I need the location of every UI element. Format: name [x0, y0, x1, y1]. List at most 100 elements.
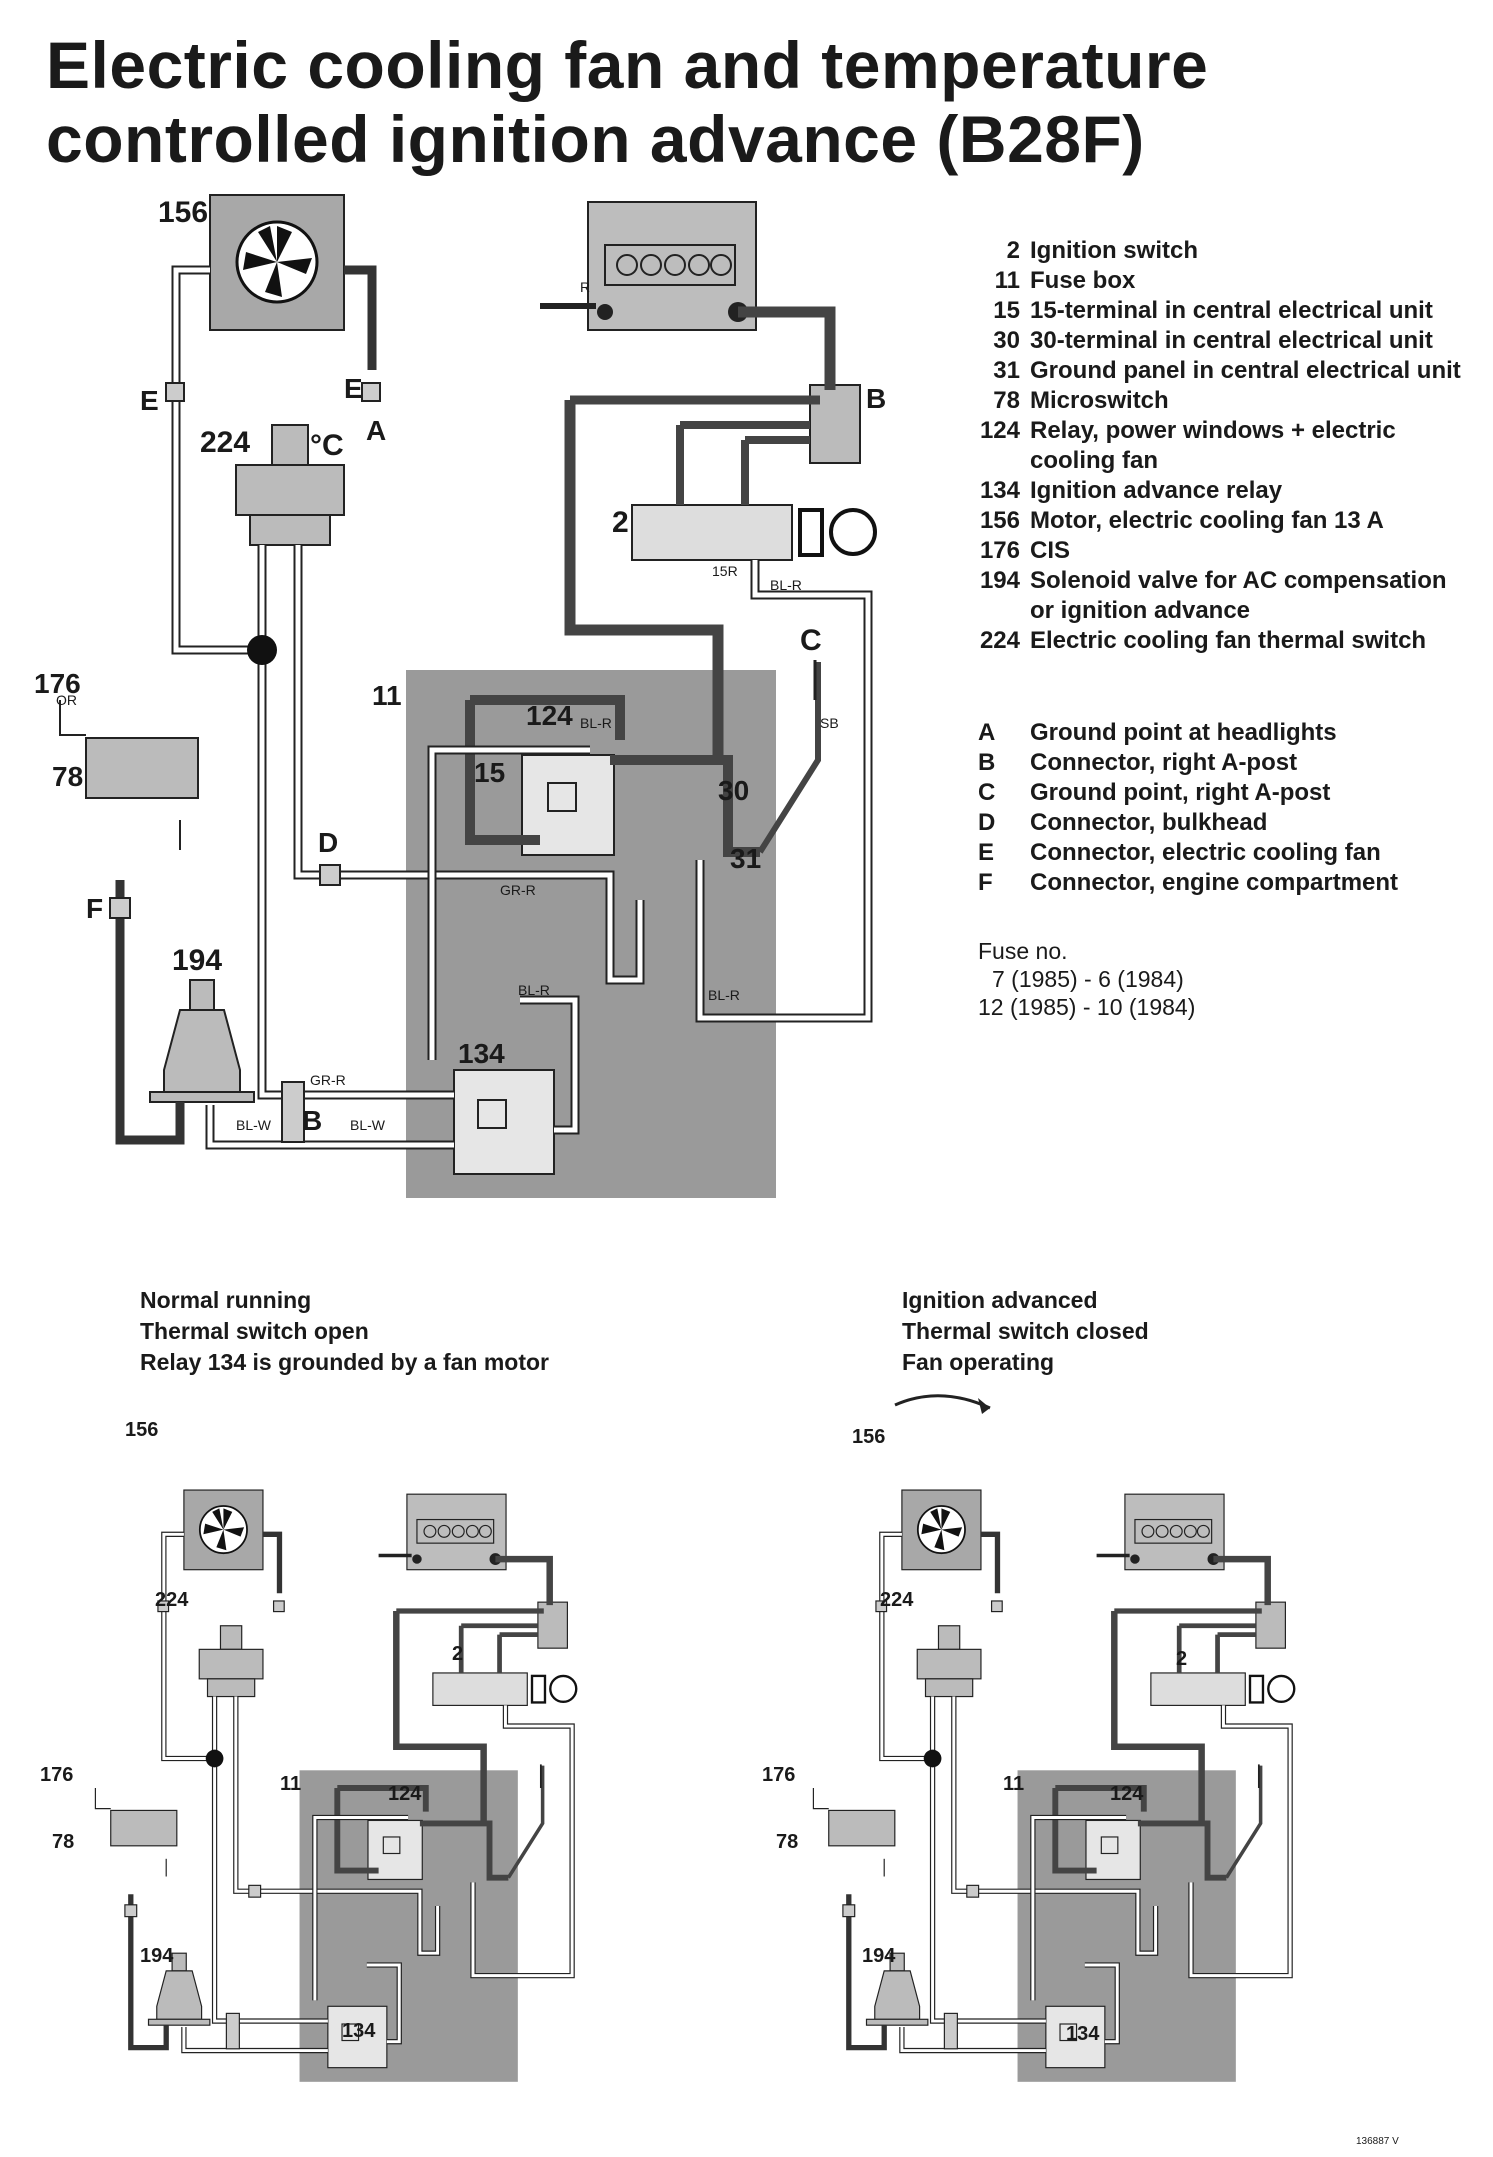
label-176: 176 [34, 668, 81, 699]
diagram-main: 156 224 °C 176 78 194 11 124 134 2 15 30… [34, 195, 886, 1198]
point-text: Connector, engine compartment [1030, 869, 1399, 896]
legend-text: Motor, electric cooling fan 13 A [1030, 507, 1384, 534]
caption-ignition-advanced: Ignition advanced Thermal switch closed … [902, 1285, 1149, 1378]
label-11-left: 11 [280, 1773, 301, 1795]
legend-row: 31 Ground panel in central electrical uni… [978, 356, 1470, 386]
label-c: C [800, 624, 822, 657]
label-156-right: 156 [852, 1426, 885, 1448]
legend-row: 194 Solenoid valve for AC compensation [978, 566, 1470, 596]
point-text: Connector, bulkhead [1030, 809, 1268, 836]
label-224-left: 224 [155, 1589, 189, 1611]
legend-number: 194 [979, 567, 1020, 594]
label-156-left: 156 [125, 1419, 158, 1441]
label-b: B [866, 383, 886, 414]
rotation-arrow-icon [894, 1394, 991, 1410]
legend-number: 2 [1006, 237, 1020, 264]
caption-right-3: Fan operating [902, 1349, 1055, 1375]
wire-blr-right: BL-R [708, 987, 740, 1003]
fuse-line-2: 12 (1985) - 10 (1984) [978, 994, 1196, 1020]
wire-blw-right: BL-W [350, 1117, 386, 1133]
wire-blw-left: BL-W [236, 1117, 272, 1133]
point-code: C [978, 779, 996, 806]
label-176-right: 176 [762, 1764, 795, 1786]
label-2: 2 [612, 506, 629, 539]
legend-number: 15 [993, 297, 1020, 324]
legend-row: 134 Ignition advance relay [978, 476, 1470, 506]
point-text: Ground point, right A-post [1030, 779, 1331, 806]
label-134-right: 134 [1066, 2023, 1100, 2045]
legend-row: cooling fan [978, 446, 1470, 476]
caption-right-2: Thermal switch closed [902, 1318, 1149, 1344]
legend-number: 11 [994, 267, 1020, 294]
wire-sb-c: SB [820, 715, 839, 731]
legend-text: Microswitch [1030, 387, 1169, 414]
label-30: 30 [718, 775, 749, 806]
legend-number: 134 [979, 477, 1020, 504]
legend-text: Solenoid valve for AC compensation [1030, 567, 1447, 594]
label-124-left: 124 [388, 1783, 422, 1805]
fuse-heading: Fuse no. [978, 938, 1068, 964]
label-156: 156 [158, 196, 208, 229]
legend-row: 78 Microswitch [978, 386, 1470, 416]
label-224-right: 224 [880, 1589, 914, 1611]
legend-number: 31 [993, 357, 1020, 384]
title-line-2: controlled ignition advance (B28F) [46, 102, 1145, 176]
legend-text: Electric cooling fan thermal switch [1030, 627, 1427, 654]
label-15: 15 [474, 757, 505, 788]
label-124-right: 124 [1110, 1783, 1144, 1805]
label-e-left: E [140, 385, 159, 416]
label-194-left: 194 [140, 1945, 174, 1967]
label-134: 134 [458, 1038, 505, 1069]
wire-blr-top: BL-R [770, 577, 802, 593]
label-194: 194 [172, 944, 222, 977]
legend-row: 15 15-terminal in central electrical unit [978, 296, 1470, 326]
legend-number: 78 [993, 387, 1020, 414]
label-e-right: E [344, 373, 363, 404]
wire-r-top: R [580, 279, 590, 295]
reference-code: 136887 V [1356, 2136, 1399, 2147]
point-text: Connector, electric cooling fan [1030, 839, 1381, 866]
label-31: 31 [730, 843, 761, 874]
wire-blr-mid: BL-R [518, 982, 550, 998]
diagram-ignition-advanced [813, 1490, 1294, 2082]
legend-row: 124 Relay, power windows + electric [978, 416, 1470, 446]
legend-text: cooling fan [1030, 447, 1158, 474]
point-row: D Connector, bulkhead [978, 808, 1398, 838]
label-124: 124 [526, 700, 573, 731]
legend-text: Ignition advance relay [1030, 477, 1283, 504]
legend-number: 30 [993, 327, 1020, 354]
caption-left-2: Thermal switch open [140, 1318, 369, 1344]
label-176-left: 176 [40, 1764, 73, 1786]
label-224: 224 [200, 426, 250, 459]
wire-grr-mid: GR-R [500, 882, 536, 898]
label-degc: °C [310, 429, 344, 462]
point-row: A Ground point at headlights [978, 718, 1398, 748]
point-code: D [978, 809, 996, 836]
point-text: Connector, right A-post [1030, 749, 1298, 776]
legend-number: 176 [979, 537, 1020, 564]
caption-left-1: Normal running [140, 1287, 312, 1313]
legend-text: 15-terminal in central electrical unit [1030, 297, 1433, 324]
point-code: E [978, 839, 995, 866]
label-2-right: 2 [1176, 1648, 1187, 1670]
legend-number: 124 [979, 417, 1020, 444]
point-text: Ground point at headlights [1030, 719, 1337, 746]
legend-text: Ignition switch [1030, 237, 1198, 264]
point-code: A [978, 719, 996, 746]
legend-row: 2 Ignition switch [978, 236, 1470, 266]
caption-left-3: Relay 134 is grounded by a fan motor [140, 1349, 549, 1375]
legend-text: Ground panel in central electrical unit [1030, 357, 1461, 384]
legend-text: Relay, power windows + electric [1030, 417, 1396, 444]
title-line-1: Electric cooling fan and temperature [46, 28, 1209, 102]
legend-row: 156 Motor, electric cooling fan 13 A [978, 506, 1470, 536]
caption-normal-running: Normal running Thermal switch open Relay… [140, 1285, 549, 1378]
wire-grr-lower: GR-R [310, 1072, 346, 1088]
wire-or: OR [56, 692, 77, 708]
legend-text: or ignition advance [1030, 597, 1251, 624]
point-code: B [978, 749, 996, 776]
legend-number: 156 [979, 507, 1020, 534]
